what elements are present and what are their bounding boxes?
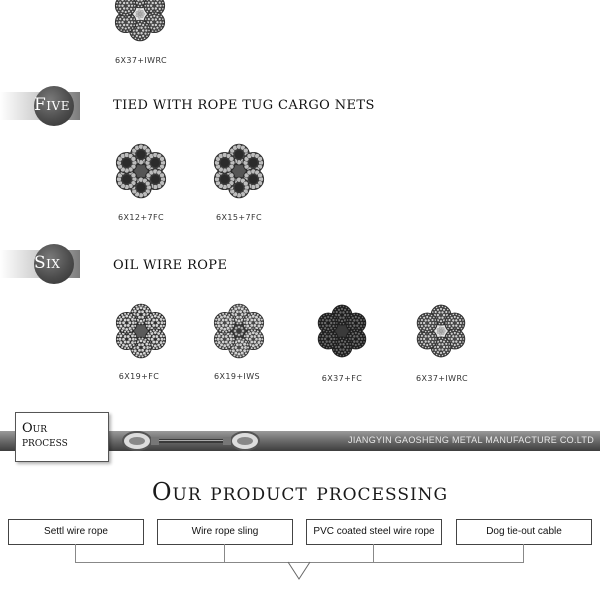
connector-vertical-2 [224, 544, 225, 562]
badge-five: Five [0, 86, 80, 126]
rope-caption: 6X15+7FC [216, 213, 262, 222]
badge-six-label: Six [34, 253, 61, 273]
our-process-line1: Our [22, 421, 48, 436]
rope-6x15-7fc [213, 143, 265, 199]
badge-five-label: Five [34, 95, 70, 115]
rope-cross-section-top [114, 0, 166, 42]
badge-six: Six [0, 244, 80, 284]
connector-vertical-1 [75, 544, 76, 562]
rope-6x12-7fc [115, 143, 167, 199]
rope-caption: 6X37+FC [321, 374, 363, 383]
rope-6x19-iws [213, 303, 265, 359]
rope-6x37-iwrc [416, 304, 466, 358]
process-step-wire-rope-sling: Wire rope sling [157, 519, 293, 545]
section-title-six: OIL WIRE ROPE [113, 258, 228, 273]
company-name: JIANGYIN GAOSHENG METAL MANUFACTURE CO.L… [348, 435, 594, 445]
rope-caption: 6X12+7FC [118, 213, 164, 222]
connector-arrow-icon [287, 561, 311, 580]
section-title-five: TIED WITH ROPE TUG CARGO NETS [113, 98, 375, 113]
processing-title: Our product processing [151, 478, 449, 506]
our-process-line2: process [22, 435, 68, 450]
rope-caption: 6X19+FC [118, 372, 160, 381]
process-step-dog-tie-out: Dog tie-out cable [456, 519, 592, 545]
rope-6x37-fc [317, 304, 367, 358]
rope-caption: 6X37+IWRC [415, 374, 469, 383]
rope-caption-top: 6X37+IWRC [114, 56, 168, 65]
connector-vertical-3 [373, 544, 374, 562]
process-step-settl-wire-rope: Settl wire rope [8, 519, 144, 545]
our-process-label: Our process [15, 412, 109, 462]
connector-horizontal [75, 562, 524, 563]
wire-rope-sling-image [122, 431, 260, 451]
process-step-pvc-coated: PVC coated steel wire rope [306, 519, 442, 545]
connector-vertical-4 [523, 544, 524, 562]
rope-caption: 6X19+IWS [213, 372, 260, 381]
rope-6x19-fc [115, 303, 167, 359]
